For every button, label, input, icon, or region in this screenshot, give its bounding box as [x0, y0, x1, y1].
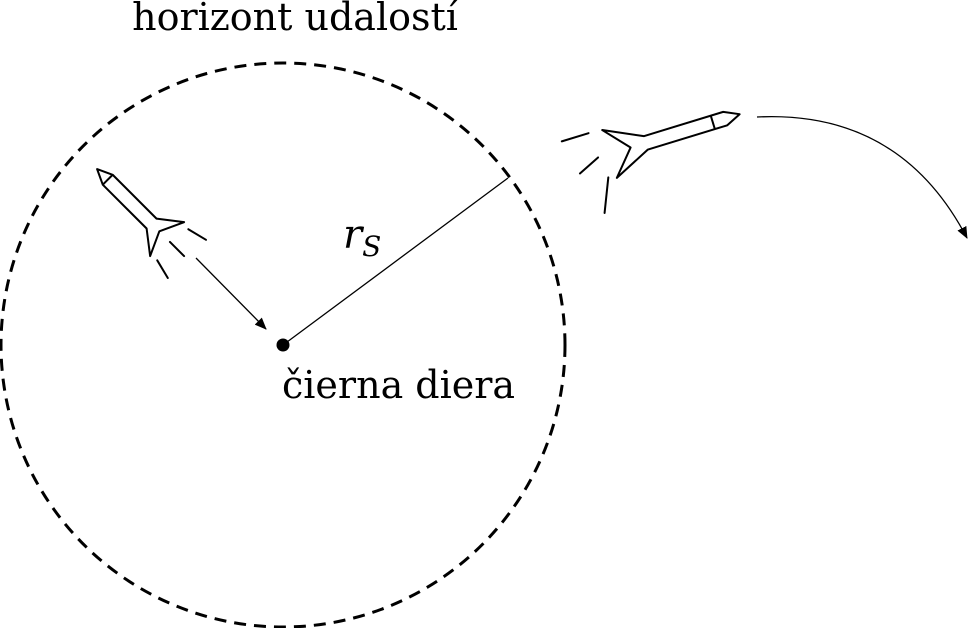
escaping-rocket-exhaust: [560, 132, 610, 214]
schwarzschild-radius-line: [282, 177, 509, 346]
black-hole-label: čierna diera: [282, 363, 515, 407]
escaping-rocket-icon: [560, 110, 741, 214]
escaping-rocket-body: [601, 110, 741, 179]
falling-rocket-icon: [96, 168, 208, 280]
singularity-dot: [276, 338, 290, 352]
radius-label: rS: [343, 212, 381, 263]
falling-rocket-body: [96, 168, 186, 258]
falling-rocket-exhaust: [156, 228, 208, 280]
infall-arrow: [195, 257, 267, 330]
radius-subscript: S: [362, 230, 381, 263]
escape-trajectory-arrow: [756, 115, 968, 239]
event-horizon-circle: [0, 61, 567, 628]
event-horizon-label: horizont udalostí: [132, 0, 459, 39]
radius-symbol: r: [343, 212, 365, 258]
